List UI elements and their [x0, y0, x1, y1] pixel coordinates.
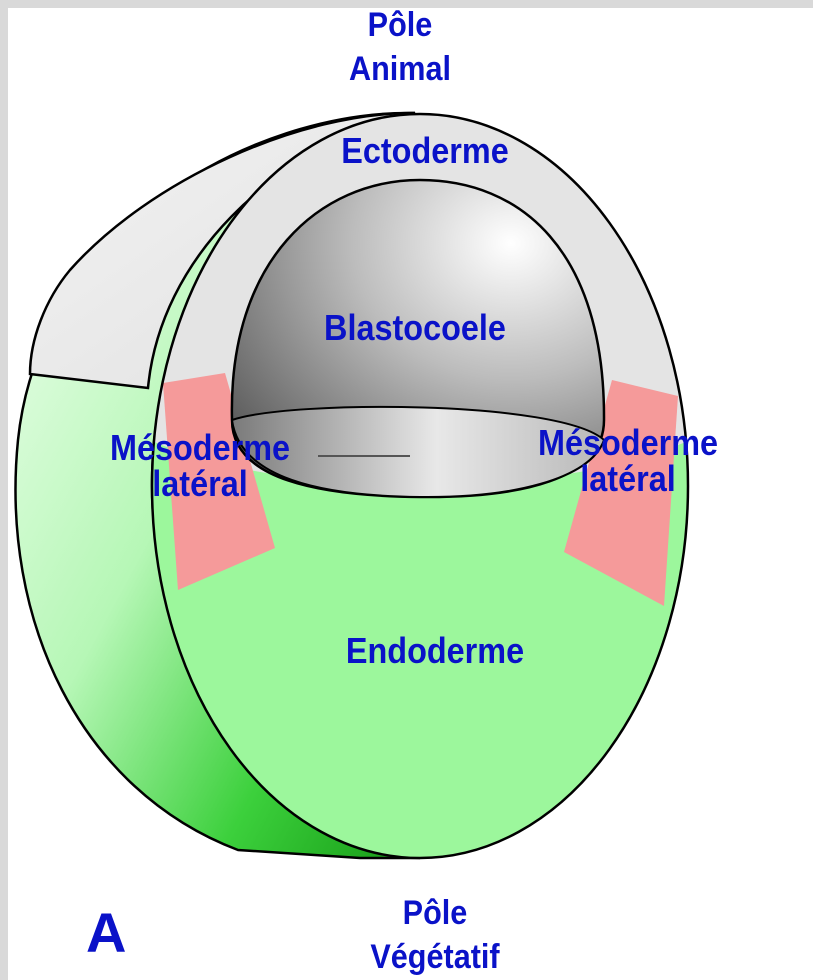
- ectoderme-label: Ectoderme: [313, 133, 538, 169]
- mesoderme-right-label: Mésoderme latéral: [511, 425, 745, 497]
- mesoderme-right-line2: latéral: [511, 461, 745, 497]
- mesoderme-right-line1: Mésoderme: [511, 425, 745, 461]
- pole-animal-label: Pôle Animal: [310, 8, 490, 86]
- pole-vegetatif-line2: Végétatif: [341, 940, 530, 974]
- pole-animal-line2: Animal: [310, 52, 490, 86]
- pole-animal-line1: Pôle: [310, 8, 490, 42]
- mesoderme-left-label: Mésoderme latéral: [83, 430, 317, 502]
- blastocoele-label: Blastocoele: [294, 310, 537, 346]
- pole-vegetatif-line1: Pôle: [341, 896, 530, 930]
- pole-vegetatif-label: Pôle Végétatif: [341, 896, 530, 974]
- mesoderme-left-line2: latéral: [83, 466, 317, 502]
- mesoderme-left-line1: Mésoderme: [83, 430, 317, 466]
- figure-letter: A: [86, 905, 126, 961]
- endoderme-label: Endoderme: [314, 633, 557, 669]
